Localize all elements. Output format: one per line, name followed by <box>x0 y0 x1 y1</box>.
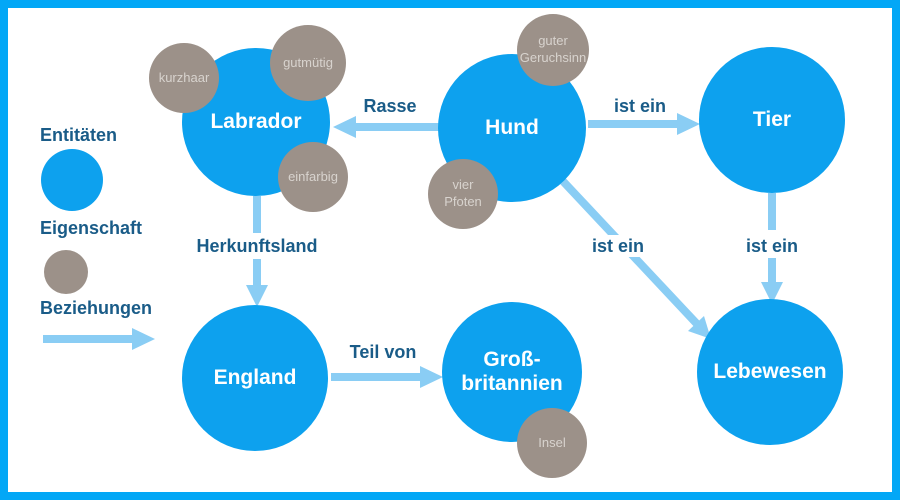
entity-labrador-label: Labrador <box>210 109 302 133</box>
property-insel-label: Insel <box>538 434 566 450</box>
entity-grossbritannien-line1: Groß- <box>483 347 541 371</box>
entity-tier-label: Tier <box>752 107 792 131</box>
legend-property-circle <box>44 250 88 294</box>
legend-arrow-head <box>132 328 155 350</box>
property-vier-pfoten: vier Pfoten <box>428 159 498 229</box>
arrow-istein-hund-tier-head <box>677 113 700 135</box>
legend-entities-label: Entitäten <box>40 125 118 145</box>
legend-property-label: Eigenschaft <box>40 218 143 238</box>
entity-grossbritannien-line2: britannien <box>461 372 563 395</box>
entity-lebewesen-label: Lebewesen <box>713 359 827 383</box>
arrow-herkunftsland-head <box>246 285 268 307</box>
entity-grossbritannien-label: Groß- britannien <box>461 348 563 396</box>
property-guter-geruchsinn: guter Geruchsinn <box>517 14 589 86</box>
arrow-rasse-head <box>333 116 356 138</box>
property-gutmuetig-label: gutmütig <box>283 54 333 70</box>
property-einfarbig: einfarbig <box>278 142 348 212</box>
arrow-istein-hund-lebewesen-head <box>688 316 711 339</box>
relation-label-herkunftsland: Herkunftsland <box>182 235 332 257</box>
entity-tier: Tier <box>699 47 845 193</box>
property-gutmuetig: gutmütig <box>270 25 346 101</box>
legend-entity-circle <box>41 149 103 211</box>
property-guter-geruchsinn-label: guter Geruchsinn <box>519 33 587 65</box>
entity-hund-label: Hund <box>485 115 539 139</box>
property-kurzhaar: kurzhaar <box>149 43 219 113</box>
entity-lebewesen: Lebewesen <box>697 299 843 445</box>
relation-label-istein-tier-lebewesen: ist ein <box>732 235 812 257</box>
entity-england: England <box>182 305 328 451</box>
legend-relations-label: Beziehungen <box>40 298 153 318</box>
entity-england-label: England <box>213 365 297 389</box>
relation-label-teilvon: Teil von <box>349 342 417 362</box>
arrow-istein-tier-lebewesen-head <box>761 282 783 304</box>
relation-label-rasse: Rasse <box>363 96 417 116</box>
property-vier-pfoten-label: vier Pfoten <box>444 177 482 209</box>
property-insel: Insel <box>517 408 587 478</box>
property-einfarbig-label: einfarbig <box>288 168 338 184</box>
relation-label-istein-hund-lebewesen: ist ein <box>578 235 658 257</box>
arrow-teilvon-head <box>420 366 443 388</box>
property-kurzhaar-label: kurzhaar <box>158 69 210 85</box>
relation-label-istein-hund-tier: ist ein <box>613 96 666 116</box>
